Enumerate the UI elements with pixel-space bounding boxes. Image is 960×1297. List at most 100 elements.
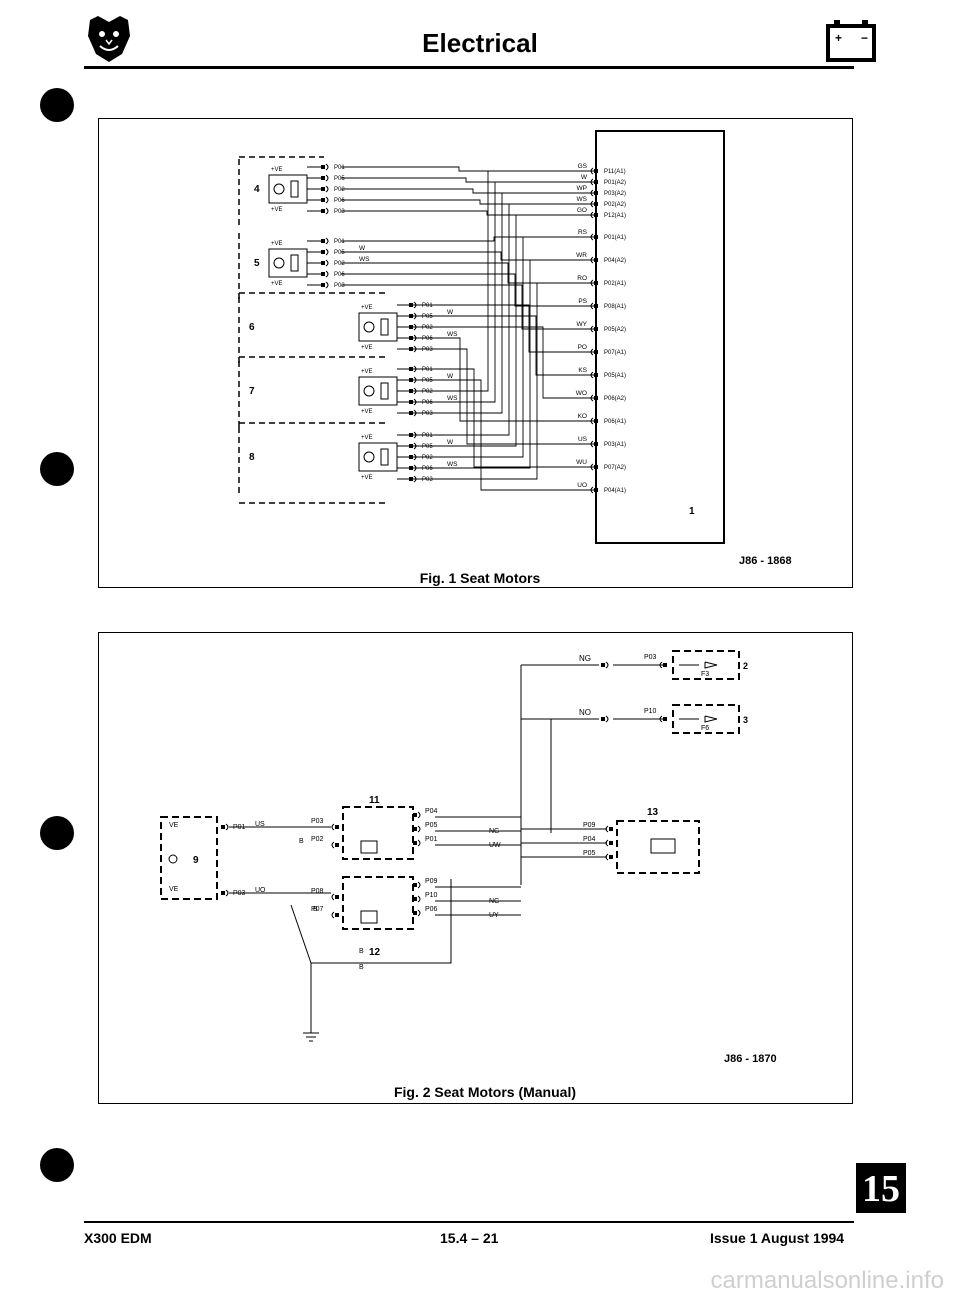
wire-color-label: WY: [577, 321, 588, 328]
connector-shell: [659, 661, 663, 669]
harness-wire: [409, 214, 594, 447]
motor-wire-label: W: [359, 245, 366, 252]
ecu-pin-label: P06(A2): [604, 396, 626, 402]
harness-wire: [409, 315, 594, 376]
ve-label: +VE: [271, 167, 283, 173]
motor-pin-label: P01: [334, 165, 345, 171]
punch-hole: [40, 88, 74, 122]
ground-wire-label: B: [299, 838, 304, 845]
motor-sensor: [290, 180, 299, 198]
motor-pin-label: P03: [334, 209, 345, 215]
switch-pin-label: P01: [425, 836, 438, 843]
motor-pin-label: P01: [334, 239, 345, 245]
harness-wire: [409, 170, 594, 392]
page-title: Electrical: [422, 28, 538, 58]
motor-wire-label: US: [255, 821, 265, 828]
motor-wire-label: WS: [359, 256, 370, 263]
jaguar-logo-icon: [86, 14, 132, 64]
connector-shell: [325, 196, 329, 204]
switch-symbol: [360, 840, 378, 854]
relay-symbol: [650, 838, 676, 854]
motor-box: [268, 174, 308, 204]
motor-pin-label: P05: [334, 176, 345, 182]
seat-motors-manual-diagram: NGP03F32NOP10F639VEVEP01USP03UO11P03P02P…: [160, 650, 748, 1042]
ecu-pin-label: P08(A1): [604, 304, 626, 310]
motor-id: 6: [249, 322, 255, 333]
harness-wire: [409, 203, 594, 436]
motor-pin-label: P02: [422, 325, 433, 331]
ve-label: +VE: [271, 281, 283, 287]
ve-label: +VE: [271, 241, 283, 247]
footer-page-number: 15.4 – 21: [440, 1230, 499, 1246]
motor-sensor: [380, 448, 389, 466]
fuse-pin-label: P10: [644, 708, 657, 715]
connector-pin: [413, 827, 417, 831]
switch-box: [342, 876, 414, 930]
connector-shell: [331, 893, 335, 901]
ve-label: +VE: [361, 435, 373, 441]
wire-color-label: WU: [576, 459, 587, 466]
motor-wire-label: WS: [447, 331, 458, 338]
harness-wire: [341, 251, 594, 261]
ecu-pin-label: P07(A2): [604, 465, 626, 471]
connector-pin: [609, 855, 613, 859]
connector-pin: [321, 261, 325, 265]
svg-text:+: +: [835, 31, 842, 45]
motor-pin-label: P03: [422, 347, 433, 353]
motor-symbol: [363, 321, 375, 333]
wire-color-label: PO: [578, 344, 587, 351]
connector-shell: [417, 895, 421, 903]
connector-pin: [413, 883, 417, 887]
wire-color-label: WS: [577, 196, 588, 203]
connector-pin: [321, 250, 325, 254]
motor-9-box: [160, 816, 218, 900]
ecu-pin-label: P11(A1): [604, 169, 626, 175]
footer-rule: [84, 1221, 854, 1223]
switch-id: 12: [369, 947, 381, 958]
switch-id: 11: [369, 795, 380, 806]
footer-issue: Issue 1 August 1994: [710, 1230, 845, 1246]
connector-pin: [221, 891, 225, 895]
connector-pin: [321, 209, 325, 213]
motor-pin-label: P03: [422, 411, 433, 417]
motor-wire-label: WS: [447, 395, 458, 402]
ground-wire-label: B: [313, 906, 318, 913]
connector-pin: [321, 239, 325, 243]
motor-pin-label: P02: [422, 389, 433, 395]
connector-pin: [594, 465, 598, 469]
ve-label: +VE: [271, 207, 283, 213]
connector-shell: [325, 281, 329, 289]
motor-symbol: [273, 257, 285, 269]
svg-text:−: −: [861, 31, 868, 45]
harness-wire: [409, 236, 594, 458]
connector-pin: [413, 897, 417, 901]
fuse-box: [672, 650, 740, 680]
relay-box: [616, 820, 700, 874]
connector-shell: [325, 174, 329, 182]
motor-sensor: [290, 254, 299, 272]
connector-pin: [601, 717, 605, 721]
harness-wire: [409, 326, 594, 399]
motor-pin-label: P06: [334, 272, 345, 278]
motor-pin-label: P05: [422, 378, 433, 384]
switch-pin-label: P07: [311, 906, 324, 913]
connector-pin: [594, 169, 598, 173]
harness-wire: [409, 282, 594, 480]
connector-shell: [605, 715, 609, 723]
ve-label: +VE: [361, 305, 373, 311]
wire-color-label: UO: [577, 482, 587, 489]
fuse-label: F3: [701, 671, 709, 678]
harness-wire: [409, 348, 594, 445]
wire-color-label: GS: [578, 163, 588, 170]
harness-wire: [341, 188, 594, 194]
motor-pin-label: P03: [334, 283, 345, 289]
connector-pin: [594, 327, 598, 331]
connector-shell: [417, 881, 421, 889]
fuse-id: 3: [743, 715, 748, 725]
motor-pin-label: P02: [422, 455, 433, 461]
motor-symbol: [363, 385, 375, 397]
ecu-pin-label: P04(A1): [604, 488, 626, 494]
figure-ref: J86 - 1868: [739, 555, 792, 567]
harness-wire: [341, 262, 594, 284]
